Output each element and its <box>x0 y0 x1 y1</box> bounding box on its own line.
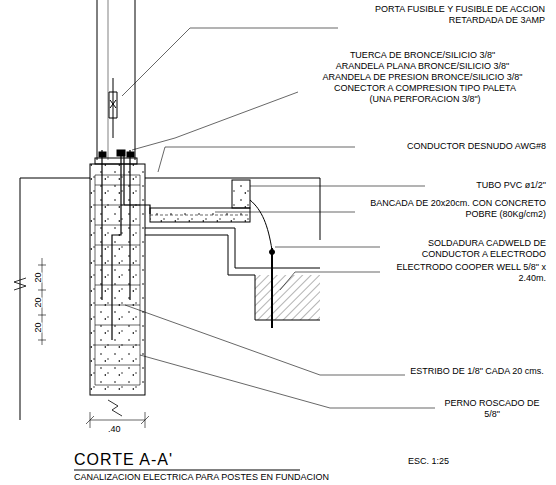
dimension-text: 20 <box>33 322 44 332</box>
stirrup <box>95 305 140 306</box>
callout-text: TUBO PVC ø1/2" <box>428 180 546 191</box>
drawing-caption: CANALIZACION ELECTRICA PARA POSTES EN FU… <box>74 472 329 483</box>
callout-text: BANCADA DE 20x20cm. CON CONCRETO POBRE (… <box>358 198 546 220</box>
stirrup <box>95 365 140 366</box>
section-title: CORTE A-A' <box>74 451 173 469</box>
callout-text: CONECTOR A COMPRESION TIPO PALETA (UNA P… <box>325 83 525 105</box>
scale-text: ESC. 1:25 <box>408 456 449 467</box>
callout-text: ELECTRODO COOPER WELL 5/8" x 2.40m. <box>383 262 546 284</box>
callout-text: PERNO ROSCADO DE 5/8" <box>438 398 546 420</box>
stirrup <box>95 245 140 246</box>
callout-text: PORTA FUSIBLE Y FUSIBLE DE ACCION RETARD… <box>340 4 545 26</box>
callout-text: ARANDELA DE PRESION BRONCE/SILICIO 3/8" <box>300 72 545 83</box>
stirrup <box>95 325 140 326</box>
callout-text: TUERCA DE BRONCE/SILICIO 3/8" <box>300 50 545 61</box>
callout-text: ARANDELA PLANA BRONCE/SILICIO 3/8" <box>300 61 545 72</box>
stirrup <box>95 285 140 286</box>
stirrup <box>95 345 140 346</box>
dimension-text: 20 <box>33 272 44 282</box>
callout-text: SOLDADURA CADWELD DE CONDUCTOR A ELECTRO… <box>383 238 546 260</box>
callout-text: CONDUCTOR DESNUDO AWG#8 <box>358 141 546 152</box>
callout-text: ESTRIBO DE 1/8" CADA 20 cms. <box>408 366 546 377</box>
stirrup <box>95 265 140 266</box>
dimension-text: 20 <box>33 297 44 307</box>
stirrup <box>95 225 140 226</box>
stirrup <box>95 185 140 186</box>
dimension-text: .40 <box>108 424 121 435</box>
